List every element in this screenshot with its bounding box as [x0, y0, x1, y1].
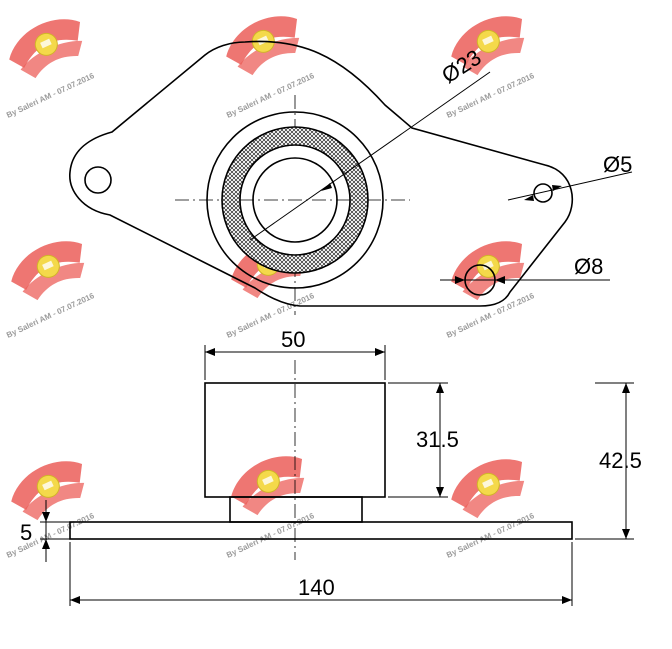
label-d8: Ø8	[574, 254, 603, 279]
watermark-text: By Saleri AM - 07.07.2016	[445, 511, 536, 560]
label-50: 50	[281, 327, 305, 352]
top-view: Ø5 Ø8 Ø23	[69, 40, 633, 315]
bracket-outline	[69, 40, 574, 307]
watermark-text: By Saleri AM - 07.07.2016	[5, 511, 96, 560]
watermark-text: By Saleri AM - 07.07.2016	[5, 71, 96, 120]
left-mounting-hole	[84, 166, 112, 194]
label-42-5: 42.5	[599, 448, 642, 473]
watermark-logo	[222, 445, 317, 523]
watermark-logo	[217, 5, 312, 83]
pulley-body	[204, 382, 386, 498]
side-view: 50 31.5 42.5 5 140	[20, 327, 642, 606]
dim-line-d23	[249, 71, 491, 241]
pulley-outer-ring	[206, 111, 384, 289]
label-d5: Ø5	[603, 152, 632, 177]
watermark-logo	[0, 8, 95, 86]
label-5: 5	[20, 520, 32, 545]
label-31-5: 31.5	[416, 427, 459, 452]
watermark-text: By Saleri AM - 07.07.2016	[5, 291, 96, 340]
label-140: 140	[298, 575, 335, 600]
watermark-logo	[442, 448, 537, 526]
dim-line-d5	[507, 171, 633, 201]
label-d23: Ø23	[437, 45, 485, 89]
watermark-text: By Saleri AM - 07.07.2016	[225, 511, 316, 560]
watermark-text: By Saleri AM - 07.07.2016	[445, 291, 536, 340]
hole-d5	[533, 183, 553, 203]
